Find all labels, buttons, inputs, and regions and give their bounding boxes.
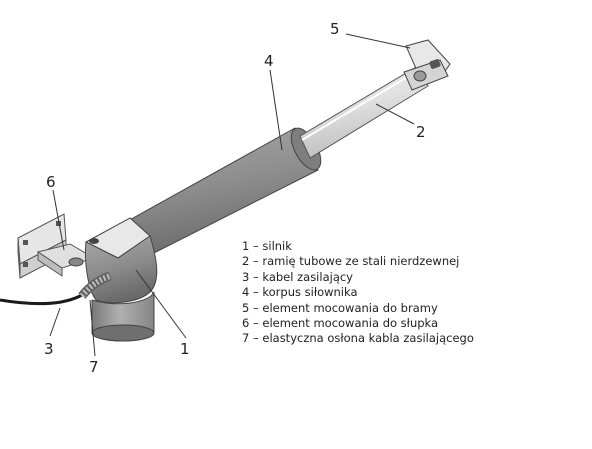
leader-5 [345, 33, 411, 49]
legend-item-post-bracket: 6 – element mocowania do słupka [242, 316, 439, 331]
legend-item-motor: 1 – silnik [242, 239, 292, 253]
callout-2: 2 [416, 123, 426, 141]
legend-item-tube-arm: 2 – ramię tubowe ze stali nierdzewnej [242, 254, 460, 269]
callout-4: 4 [264, 52, 274, 70]
tube-arm [299, 65, 429, 159]
actuator-housing [125, 127, 322, 257]
leader-2 [375, 103, 415, 125]
callout-5: 5 [330, 20, 340, 38]
post-bracket [17, 213, 96, 279]
leader-3 [49, 307, 61, 337]
legend-item-cable: 3 – kabel zasilający [242, 269, 353, 284]
legend-item-cable-sleeve: 7 – elastyczna osłona kabla zasilającego [242, 331, 474, 346]
leader-1 [135, 269, 187, 339]
gate-bracket [403, 39, 451, 91]
callout-7: 7 [89, 358, 99, 376]
parts-legend: 1 – silnik 2 – ramię tubowe ze stali nie… [242, 239, 582, 347]
leader-4 [269, 69, 283, 151]
leader-7 [89, 299, 96, 357]
legend-item-gate-bracket: 5 – element mocowania do bramy [242, 300, 438, 315]
motor [91, 291, 155, 342]
callout-6: 6 [46, 173, 56, 191]
cable-sleeve [78, 271, 112, 299]
legend-item-housing: 4 – korpus siłownika [242, 285, 358, 300]
callout-1: 1 [180, 340, 190, 358]
gearbox [84, 217, 158, 304]
leader-6 [52, 189, 65, 251]
callout-3: 3 [44, 340, 54, 358]
